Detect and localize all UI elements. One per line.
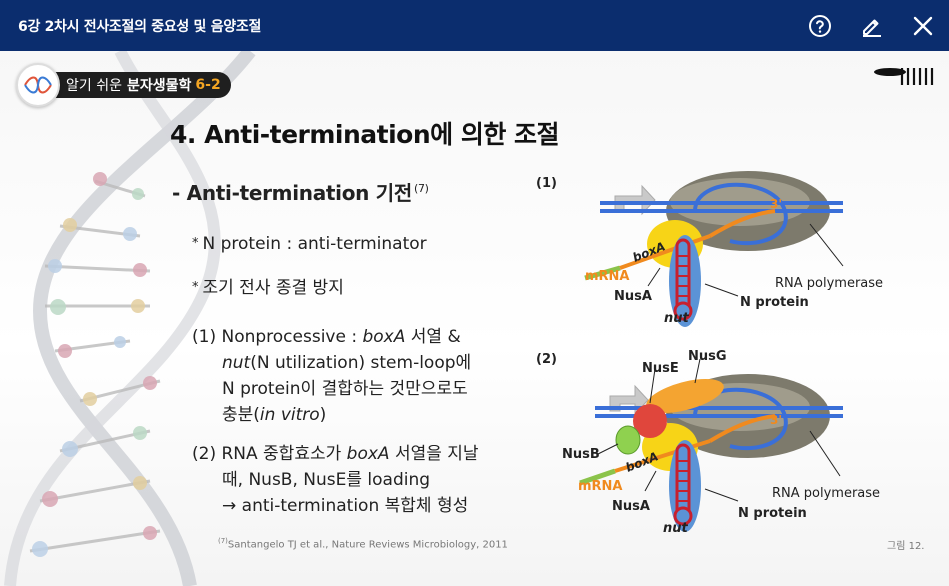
bullet-text: N protein : anti-terminator: [202, 234, 427, 254]
bullet-star: *: [192, 236, 199, 251]
diagram-2-rna-polymerase: RNA polymerase: [772, 486, 881, 501]
anti-termination-diagram-2: [579, 358, 843, 532]
window-title: 6강 2차시 전사조절의 중요성 및 음양조절: [18, 19, 262, 35]
slide-subheading: - Anti-termination 기전(7): [172, 177, 429, 206]
item2-text: 서열을 지날: [389, 444, 479, 464]
course-prefix: 알기 쉬운: [66, 78, 122, 94]
slide-heading: 4. Anti-termination에 의한 조절: [170, 120, 560, 149]
footnote-ref: (7): [218, 537, 228, 545]
diagram-2-3prime: 3': [770, 413, 783, 427]
diagram-1-mrna: mRNA: [585, 269, 630, 284]
course-badge: 알기 쉬운 분자생물학 6-2: [16, 63, 231, 107]
footnote-text: Santangelo TJ et al., Nature Reviews Mic…: [227, 539, 508, 551]
close-button[interactable]: [906, 9, 940, 43]
diagram-1-label: (1): [536, 176, 557, 191]
diagram-2-nusa: NusA: [612, 499, 650, 514]
item1-text: ): [319, 405, 327, 425]
item2-text: 때, NusB, NusE를 loading: [222, 470, 431, 490]
lecture-slide: 알기 쉬운 분자생물학 6-2 4. Anti-termination에 의한 …: [0, 51, 949, 586]
pencil-icon: [863, 19, 881, 37]
close-icon: [913, 16, 933, 36]
brand-logo-icon: [874, 68, 934, 85]
bullet-item: *N protein : anti-terminator: [192, 234, 427, 254]
bullet-item: *조기 전사 종결 방지: [192, 273, 344, 298]
diagram-1-nut: nut: [664, 311, 689, 326]
numbered-item-2: (2) RNA 중합효소가 boxA 서열을 지날 때, NusB, NusE를…: [192, 441, 479, 519]
figure-number: 그림 12.: [887, 541, 925, 552]
item1-boxa: boxA: [362, 327, 406, 347]
course-logo-icon: [16, 63, 60, 107]
citation-footnote: (7)Santangelo TJ et al., Nature Reviews …: [218, 537, 508, 550]
course-number: 6-2: [195, 77, 221, 93]
item1-text: 충분(: [222, 405, 260, 425]
diagram-2-nuse: NusE: [642, 361, 679, 376]
item2-text: → anti-termination 복합체 형성: [222, 496, 469, 516]
numbered-item-1: (1) Nonprocessive : boxA 서열 & nut(N util…: [192, 324, 471, 428]
dna-helix-illustration: [4, 51, 256, 586]
diagram-1-n-protein: N protein: [740, 295, 809, 310]
diagram-1-nusa: NusA: [614, 289, 652, 304]
diagram-2-n-protein: N protein: [738, 506, 807, 521]
diagram-1-rna-polymerase: RNA polymerase: [775, 276, 884, 291]
help-circle-icon: [809, 15, 831, 37]
item1-text: 서열 &: [405, 327, 461, 347]
course-name: 분자생물학: [126, 78, 192, 94]
item1-text: (N utilization) stem-loop에: [250, 353, 472, 373]
diagram-1-3prime: 3': [770, 197, 783, 211]
window-title-bar: 6강 2차시 전사조절의 중요성 및 음양조절: [0, 0, 949, 51]
item1-text: N protein이 결합하는 것만으로도: [222, 379, 468, 399]
diagram-2-nusb: NusB: [562, 447, 600, 462]
anti-termination-diagram-1: [584, 171, 844, 327]
subheading-text: - Anti-termination 기전: [172, 181, 412, 205]
diagram-2-nusg: NusG: [688, 349, 727, 364]
diagram-2-mrna: mRNA: [578, 479, 623, 494]
item2-text: (2) RNA 중합효소가: [192, 444, 347, 464]
item1-in-vitro: in vitro: [259, 405, 320, 425]
bullet-star: *: [192, 280, 199, 295]
diagram-2-nut: nut: [663, 521, 688, 536]
item2-boxa: boxA: [346, 444, 390, 464]
bullet-text: 조기 전사 종결 방지: [202, 278, 344, 298]
item1-text: (1) Nonprocessive :: [192, 327, 363, 347]
diagram-2-label: (2): [536, 352, 557, 367]
item1-nut: nut: [222, 353, 251, 373]
course-title-pill: 알기 쉬운 분자생물학 6-2: [46, 72, 231, 98]
edit-button[interactable]: [855, 9, 889, 43]
subheading-ref: (7): [413, 182, 429, 196]
help-button[interactable]: [803, 9, 837, 43]
